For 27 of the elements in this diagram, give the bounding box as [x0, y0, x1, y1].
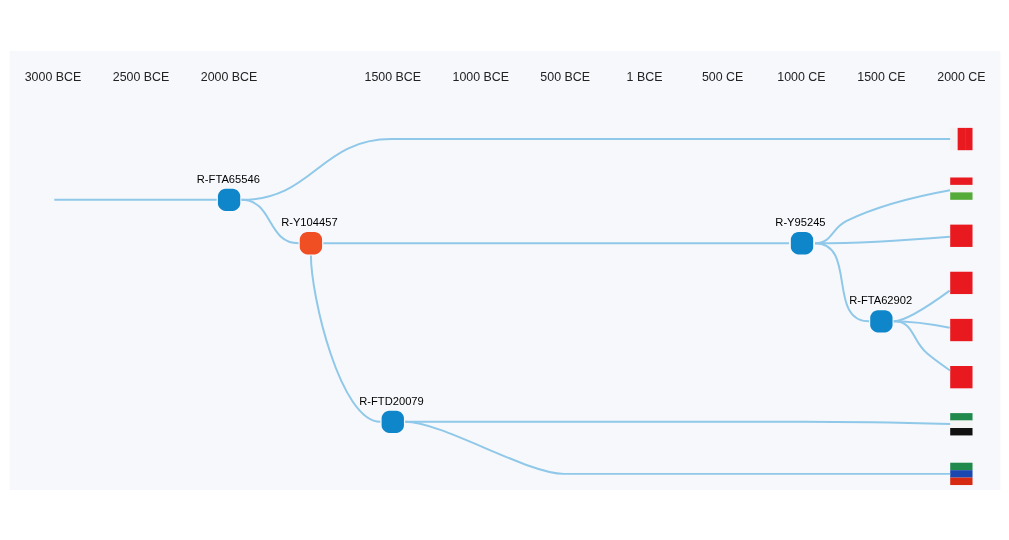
node-label: R-Y104457 [280, 215, 338, 228]
node-label: R-FTD20079 [358, 394, 424, 407]
node-label: R-Y95245 [774, 215, 826, 228]
label: 1500 BCE [364, 69, 421, 84]
node-flag [949, 365, 972, 388]
label: 2000 BCE [200, 69, 257, 84]
connector [52, 198, 218, 201]
label: 1000 BCE [452, 69, 509, 84]
connector [321, 241, 790, 244]
label: 500 CE [701, 69, 743, 84]
node-flag [949, 271, 972, 294]
label: 1000 CE [776, 69, 825, 84]
label: 2000 CE [936, 69, 985, 84]
connector [813, 241, 870, 322]
label: 2500 BCE [112, 69, 169, 84]
label: 1 BCE [626, 69, 662, 84]
label: 3000 BCE [24, 69, 81, 84]
label: 500 BCE [539, 69, 590, 84]
node-label: R-FTA65546 [196, 172, 260, 185]
connector [403, 420, 951, 475]
connector [309, 254, 381, 423]
node-flag [949, 224, 972, 247]
node-label: R-FTA62902 [848, 293, 912, 306]
connector [240, 198, 299, 244]
node-flag [949, 318, 972, 341]
connector [892, 319, 951, 371]
label: 1500 CE [856, 69, 905, 84]
